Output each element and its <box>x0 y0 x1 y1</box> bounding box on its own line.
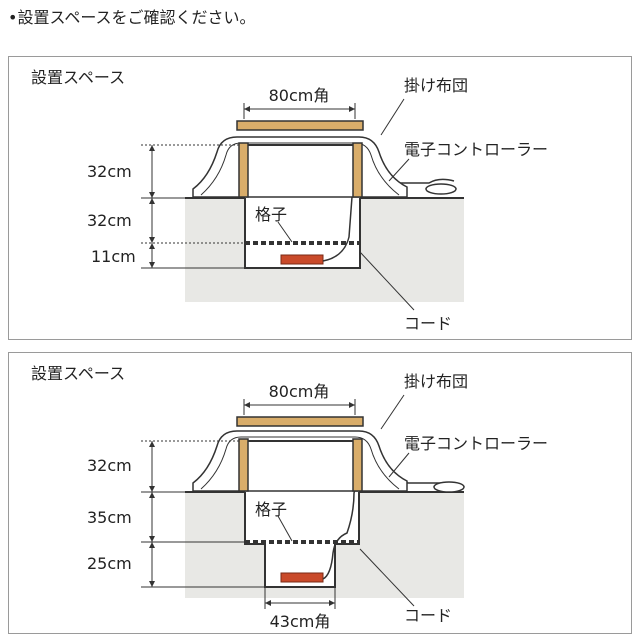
kotatsu-pit <box>244 198 361 269</box>
height-upper-label: 32cm <box>87 456 132 475</box>
height-lower-label: 11cm <box>91 247 136 266</box>
installation-space-panel-2: 設置スペース 80cm角 掛け布団 電子コントローラー 格子 コード 32cm … <box>8 352 632 634</box>
power-cord <box>322 480 449 580</box>
top-size-label: 80cm角 <box>269 382 330 401</box>
kotatsu-diagram-1: 設置スペース 80cm角 掛け布団 電子コントローラー 格子 コード 32cm … <box>31 68 548 333</box>
heater-unit <box>280 572 324 583</box>
frame-left-leg <box>238 142 249 198</box>
installation-space-panel-1: 設置スペース 80cm角 掛け布団 電子コントローラー 格子 コード 32cm … <box>8 56 632 340</box>
height-upper-label: 32cm <box>87 162 132 181</box>
height-dimension-line <box>141 440 265 588</box>
controller-device <box>433 481 465 493</box>
frame-left-leg <box>238 438 249 492</box>
futon-label: 掛け布団 <box>404 372 468 391</box>
table-top <box>236 416 364 427</box>
height-lower-label: 25cm <box>87 554 132 573</box>
bottom-size-label: 43cm角 <box>270 612 331 631</box>
cord-label: コード <box>404 606 452 625</box>
heater-unit <box>280 254 324 265</box>
panel-title: 設置スペース <box>31 364 125 383</box>
frame-right-leg <box>352 438 363 492</box>
bottom-dimension-arrow <box>264 587 336 609</box>
grid-label: 格子 <box>255 205 287 224</box>
height-middle-label: 32cm <box>87 211 132 230</box>
controller-device <box>425 183 457 195</box>
height-middle-label: 35cm <box>87 508 132 527</box>
frame-right-leg <box>352 142 363 198</box>
controller-label: 電子コントローラー <box>404 140 548 159</box>
page-instruction: •設置スペースをご確認ください。 <box>8 8 256 27</box>
kotatsu-diagram-2: 設置スペース 80cm角 掛け布団 電子コントローラー 格子 コード 32cm … <box>31 364 548 631</box>
cord-label: コード <box>404 314 452 333</box>
floor <box>185 198 464 302</box>
top-size-label: 80cm角 <box>269 86 330 105</box>
panel-title: 設置スペース <box>31 68 125 87</box>
table-top <box>236 120 364 131</box>
controller-label: 電子コントローラー <box>404 434 548 453</box>
futon-label: 掛け布団 <box>404 76 468 95</box>
floor <box>185 492 464 598</box>
grid-label: 格子 <box>255 500 287 519</box>
